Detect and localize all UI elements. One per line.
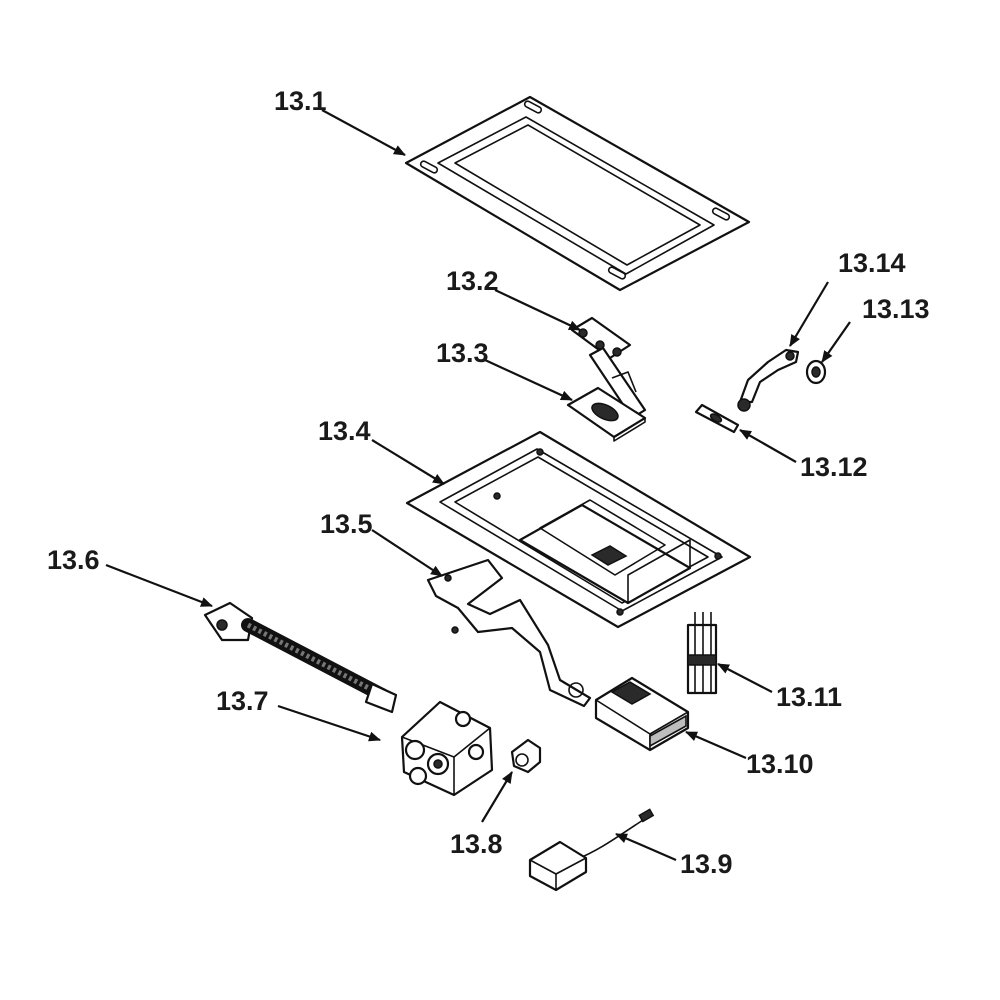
- callout-13-5: 13.5: [320, 509, 373, 539]
- part-13-14-thermocouple: [737, 348, 800, 412]
- leader-13-7: [277, 704, 381, 742]
- part-13-4-burner-pan: [405, 430, 752, 629]
- leader-13-9: [615, 832, 677, 862]
- part-13-9-power-adapter: [528, 808, 655, 892]
- leader-13-6: [105, 563, 213, 608]
- callout-13-9: 13.9: [680, 849, 733, 879]
- leader-13-2: [494, 289, 581, 331]
- callout-13-2: 13.2: [446, 266, 499, 296]
- part-13-10-control-module: [594, 676, 690, 752]
- callout-13-1: 13.1: [274, 86, 327, 116]
- callout-13-6: 13.6: [47, 545, 100, 575]
- leader-13-12: [739, 429, 797, 463]
- leader-13-14: [789, 281, 829, 347]
- part-13-5-mounting-bracket: [426, 558, 592, 708]
- leader-13-8: [481, 771, 513, 823]
- leader-13-11: [717, 663, 773, 693]
- part-13-11-connector: [686, 612, 718, 695]
- callout-13-8: 13.8: [450, 829, 503, 859]
- leader-13-5: [371, 529, 443, 577]
- callout-13-3: 13.3: [436, 338, 489, 368]
- callout-13-10: 13.10: [746, 749, 814, 779]
- leader-13-10: [685, 730, 747, 760]
- callout-13-12: 13.12: [800, 452, 868, 482]
- leader-arrows: [105, 109, 851, 862]
- part-13-12-igniter: [694, 403, 740, 434]
- callout-13-13: 13.13: [862, 294, 930, 324]
- callout-labels: 13.1 13.2 13.3 13.4 13.5 13.6 13.7 13.8 …: [47, 86, 930, 879]
- leader-13-1: [321, 109, 406, 156]
- callout-13-11: 13.11: [776, 682, 842, 712]
- callout-13-14: 13.14: [838, 248, 906, 278]
- leader-13-13: [821, 321, 851, 363]
- callout-13-7: 13.7: [216, 686, 269, 716]
- part-13-8-elbow-fitting: [510, 738, 542, 774]
- leader-13-3: [484, 359, 573, 401]
- part-13-1-gasket-plate: [404, 95, 751, 292]
- leader-13-4: [371, 439, 445, 485]
- callout-13-4: 13.4: [318, 416, 371, 446]
- part-13-2-bracket: [570, 316, 647, 420]
- part-13-3-pilot-cover: [566, 386, 647, 442]
- part-13-6-flex-gas-line: [203, 601, 398, 714]
- part-13-13-nut: [805, 359, 827, 385]
- part-13-7-gas-valve: [400, 700, 494, 797]
